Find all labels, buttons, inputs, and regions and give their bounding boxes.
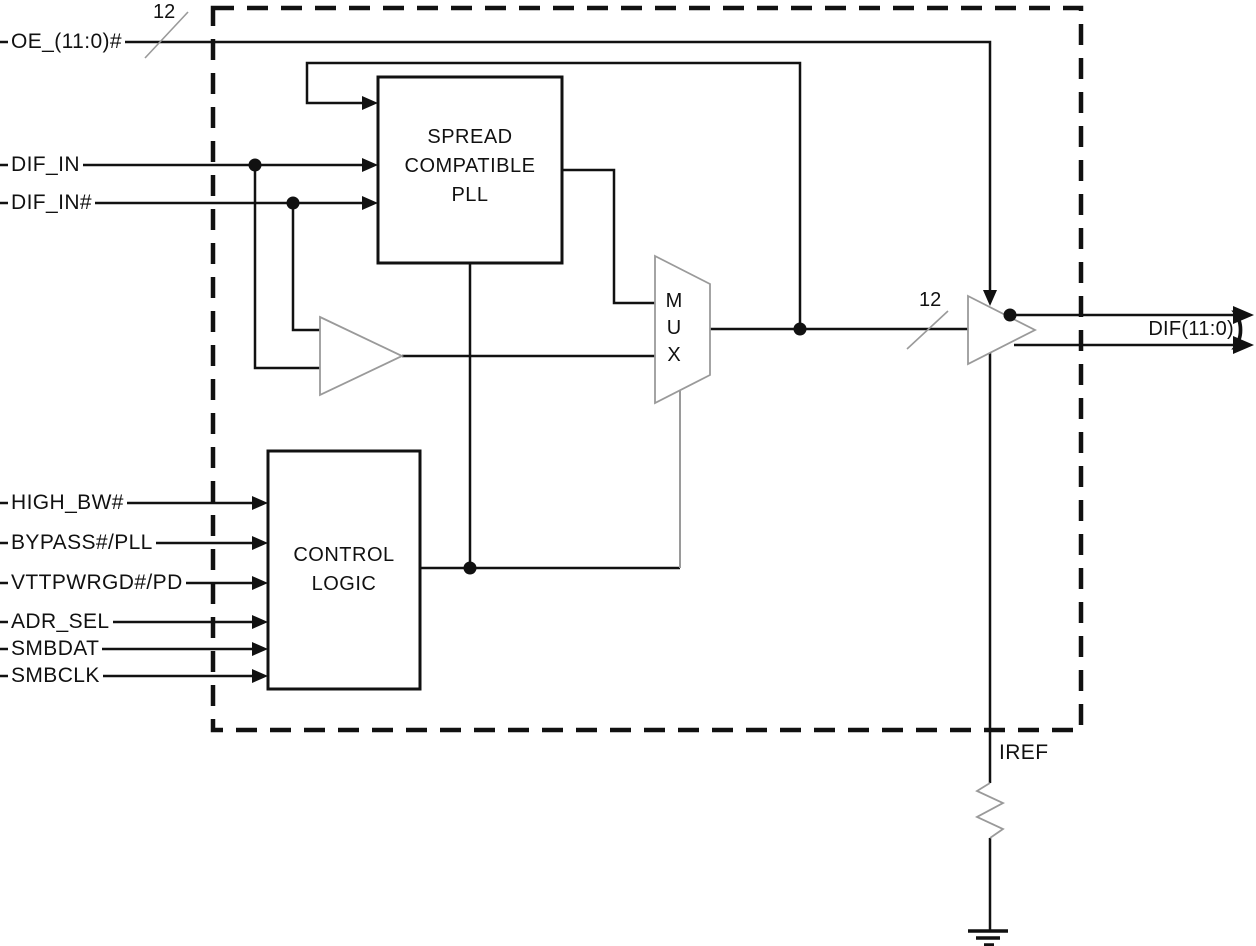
ground-icon	[968, 929, 1008, 946]
arrowhead-oe-down-icon	[983, 290, 997, 306]
control-logic-label: CONTROL LOGIC	[268, 541, 420, 599]
output-buffer-icon	[967, 294, 1037, 366]
bus-slash-dif-icon	[906, 310, 949, 350]
dif-out-bundle-mark: )	[1231, 303, 1245, 350]
arrowhead-high-bw-icon	[252, 496, 268, 510]
bus-width-dif: 12	[919, 289, 942, 311]
dif-out-label: DIF(11:0)	[1148, 318, 1234, 340]
control-label-line1: CONTROL	[293, 544, 395, 566]
junction-dot-mux-out	[793, 322, 807, 336]
arrowhead-dif-out-true-icon	[1233, 306, 1254, 324]
port-label-bypass-pll: BYPASS#/PLL	[8, 531, 156, 555]
junction-dot-dif-in	[248, 158, 262, 172]
mux-letter-x: X	[667, 344, 681, 366]
control-label-line2: LOGIC	[311, 573, 377, 595]
arrowhead-bypass-pll-icon	[252, 536, 268, 550]
iref-label: IREF	[999, 741, 1049, 764]
junction-dot-control-out	[463, 561, 477, 575]
mux-label: M U X	[655, 288, 693, 369]
port-label-smbdat: SMBDAT	[8, 637, 103, 661]
arrowhead-adr-sel-icon	[252, 615, 268, 629]
pll-block-label: SPREAD COMPATIBLE PLL	[378, 123, 562, 210]
pll-label-line1: SPREAD	[427, 126, 513, 148]
pll-block	[376, 75, 564, 265]
arrowhead-smbdat-icon	[252, 642, 268, 656]
pll-label-line2: COMPATIBLE	[404, 155, 536, 177]
mux-letter-m: M	[665, 290, 683, 312]
port-label-dif-in-n: DIF_IN#	[8, 191, 95, 215]
port-label-dif-in: DIF_IN	[8, 153, 83, 177]
chip-boundary	[210, 5, 1084, 733]
port-label-adr-sel: ADR_SEL	[8, 610, 113, 634]
bus-width-oe: 12	[153, 1, 176, 23]
arrowhead-feedback-icon	[362, 96, 378, 110]
wire-pll-feedback	[305, 61, 802, 329]
arrowhead-dif-out-comp-icon	[1233, 336, 1254, 354]
port-label-oe: OE_(11:0)#	[8, 30, 125, 54]
wire-dif-in-n	[0, 201, 366, 332]
junction-dot-dif-in-n	[286, 196, 300, 210]
pll-label-line3: PLL	[451, 184, 489, 206]
wire-pll-to-mux	[562, 168, 655, 305]
bypass-buffer-icon	[319, 315, 405, 397]
arrowhead-dif-in-n-icon	[362, 196, 378, 210]
bus-slash-oe-icon	[144, 11, 189, 59]
port-label-vttpwrgd-pd: VTTPWRGD#/PD	[8, 571, 186, 595]
arrowhead-vttpwrgd-icon	[252, 576, 268, 590]
port-label-smbclk: SMBCLK	[8, 664, 103, 688]
junction-dot-buffer-out	[1003, 308, 1017, 322]
wire-oe	[0, 40, 992, 293]
arrowhead-smbclk-icon	[252, 669, 268, 683]
mux-shape	[654, 254, 711, 405]
resistor-icon	[974, 782, 1006, 839]
mux-letter-u: U	[666, 317, 682, 339]
control-logic-block	[266, 449, 422, 691]
port-label-high-bw: HIGH_BW#	[8, 491, 127, 515]
arrowhead-dif-in-icon	[362, 158, 378, 172]
